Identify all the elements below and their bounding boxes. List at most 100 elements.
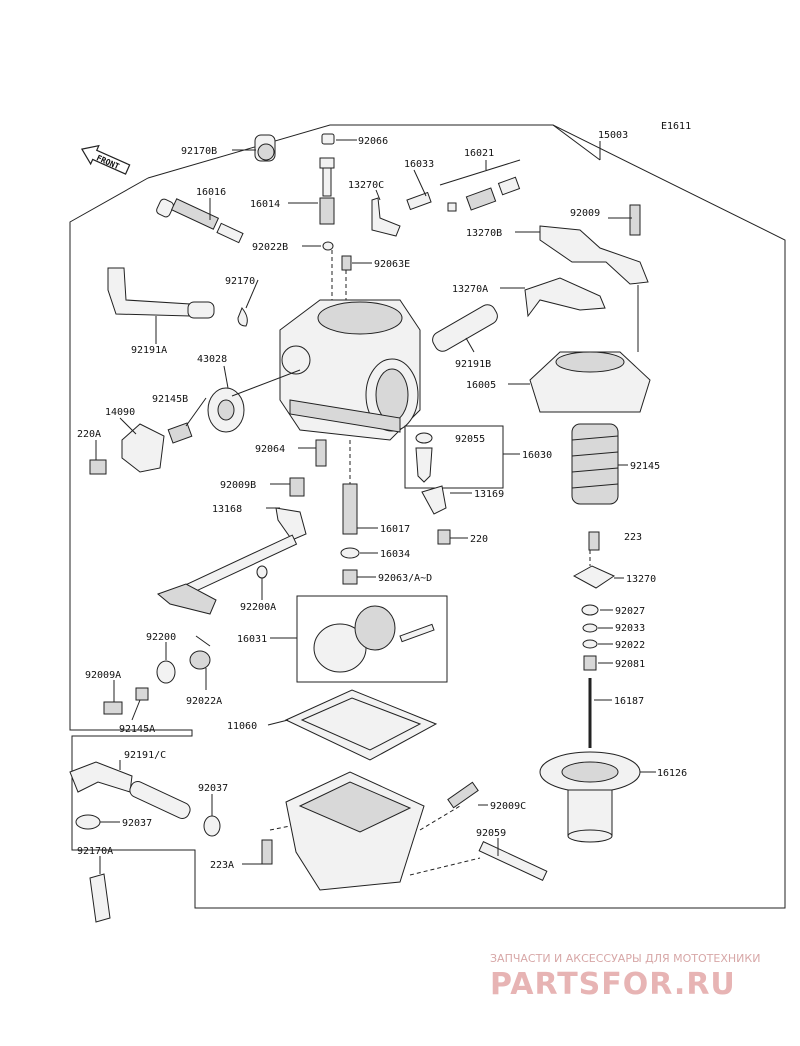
hose-92191C-part: [69, 761, 133, 793]
clip-92037-right-part: [203, 815, 221, 837]
watermark-logo: PARTSFOR.RU: [490, 967, 736, 1002]
label-15003: 15003: [598, 130, 628, 141]
plunger-16016-part: [156, 198, 244, 244]
label-16031: 16031: [237, 634, 267, 645]
label-92022: 92022: [615, 640, 645, 651]
label-16034: 16034: [380, 549, 410, 560]
label-92170: 92170: [225, 276, 255, 287]
label-92145A: 92145A: [119, 724, 155, 735]
label-13270: 13270: [626, 574, 656, 585]
label-92009C: 92009C: [490, 801, 526, 812]
screw-223A-part: [261, 839, 273, 865]
spring-92145-part: [571, 423, 619, 505]
screw-92009B-part: [289, 477, 305, 497]
spring-92145B-part: [167, 422, 193, 444]
label-92037-left: 92037: [122, 818, 152, 829]
label-92009: 92009: [570, 208, 600, 219]
washer-92022A-part: [189, 650, 211, 670]
label-92059: 92059: [476, 828, 506, 839]
label-16187: 16187: [614, 696, 644, 707]
clamp-92170B-part: [254, 134, 276, 162]
spring-92081-part: [583, 655, 597, 671]
screw-220-part: [437, 529, 451, 545]
piston-16126-part: [539, 751, 641, 843]
diagram-code: E1611: [661, 121, 691, 132]
label-223: 223: [624, 532, 642, 543]
label-13168: 13168: [212, 504, 242, 515]
cap-16005-part: [529, 351, 651, 413]
screw-92009A-part: [103, 701, 123, 715]
label-13270A: 13270A: [452, 284, 488, 295]
jet-16017-part: [342, 483, 358, 535]
washer-92022B-part: [322, 241, 334, 251]
screw-92063E-part: [341, 255, 352, 271]
needle-valve-box-16030: [404, 425, 504, 489]
throttle-shaft-part: [157, 534, 298, 615]
washer-92200A-part: [256, 565, 268, 579]
screw-223-part: [588, 531, 600, 551]
bracket-13270A-part: [524, 277, 606, 318]
label-92033: 92033: [615, 623, 645, 634]
watermark-tagline: ЗАПЧАСТИ И АКСЕССУАРЫ ДЛЯ МОТОТЕХНИКИ: [490, 952, 760, 965]
screw-set-16021-part: [447, 176, 521, 212]
label-92200: 92200: [146, 632, 176, 643]
bracket-13270C-part: [371, 197, 401, 237]
label-16030: 16030: [522, 450, 552, 461]
screw-92009C-part: [447, 781, 479, 809]
label-16014: 16014: [250, 199, 280, 210]
tube-92191C-part: [129, 781, 191, 819]
screw-220A-part: [89, 459, 107, 475]
label-16017: 16017: [380, 524, 410, 535]
watermark: ЗАПЧАСТИ И АКСЕССУАРЫ ДЛЯ МОТОТЕХНИКИ PA…: [490, 952, 760, 1002]
cover-14090-part: [121, 423, 165, 473]
label-223A: 223A: [210, 860, 234, 871]
label-13169: 13169: [474, 489, 504, 500]
screw-16033-part: [406, 191, 432, 211]
link-13168-part: [275, 507, 307, 541]
label-16033: 16033: [404, 159, 434, 170]
label-14090: 14090: [105, 407, 135, 418]
label-43028: 43028: [197, 354, 227, 365]
washer-92022-part: [582, 639, 598, 649]
label-92009B: 92009B: [220, 480, 256, 491]
o-ring-16034-part: [340, 547, 360, 559]
label-92022B: 92022B: [252, 242, 288, 253]
cap-92066-part: [321, 133, 335, 145]
label-220A: 220A: [77, 429, 101, 440]
washer-92200-part: [156, 660, 176, 684]
washer-92027-part: [581, 604, 599, 616]
label-13270C: 13270C: [348, 180, 384, 191]
pin-92059-part: [478, 841, 548, 881]
screw-92064-part: [315, 439, 327, 467]
label-92145: 92145: [630, 461, 660, 472]
label-92191A: 92191A: [131, 345, 167, 356]
assembly-frame: [69, 124, 786, 909]
label-92081: 92081: [615, 659, 645, 670]
label-92037-right: 92037: [198, 783, 228, 794]
label-92170A: 92170A: [77, 846, 113, 857]
label-92009A: 92009A: [85, 670, 121, 681]
clamp-92170A-part: [89, 873, 111, 923]
leader-lines: [95, 124, 656, 876]
label-92145B: 92145B: [152, 394, 188, 405]
jet-92063-part: [342, 569, 358, 585]
label-11060: 11060: [227, 721, 257, 732]
gasket-11060-part: [284, 689, 438, 761]
clip-92170-part: [237, 307, 248, 327]
o-ring-92055-part: [415, 432, 433, 444]
bracket-13169-part: [421, 485, 447, 515]
jet-16014-part: [319, 157, 335, 225]
label-16016: 16016: [196, 187, 226, 198]
throttle-valve-box-16031: [296, 595, 448, 683]
plate-13270-part: [572, 565, 616, 589]
label-92191B: 92191B: [455, 359, 491, 370]
label-13270B: 13270B: [466, 228, 502, 239]
spring-92145A-part: [135, 687, 149, 701]
label-16126: 16126: [657, 768, 687, 779]
hose-92191A-part: [107, 267, 191, 317]
clip-92037-left-part: [75, 814, 101, 830]
hose-92191A-end: [187, 301, 215, 319]
label-92055: 92055: [455, 434, 485, 445]
throttle-valve-part: [313, 605, 435, 673]
label-16005: 16005: [466, 380, 496, 391]
